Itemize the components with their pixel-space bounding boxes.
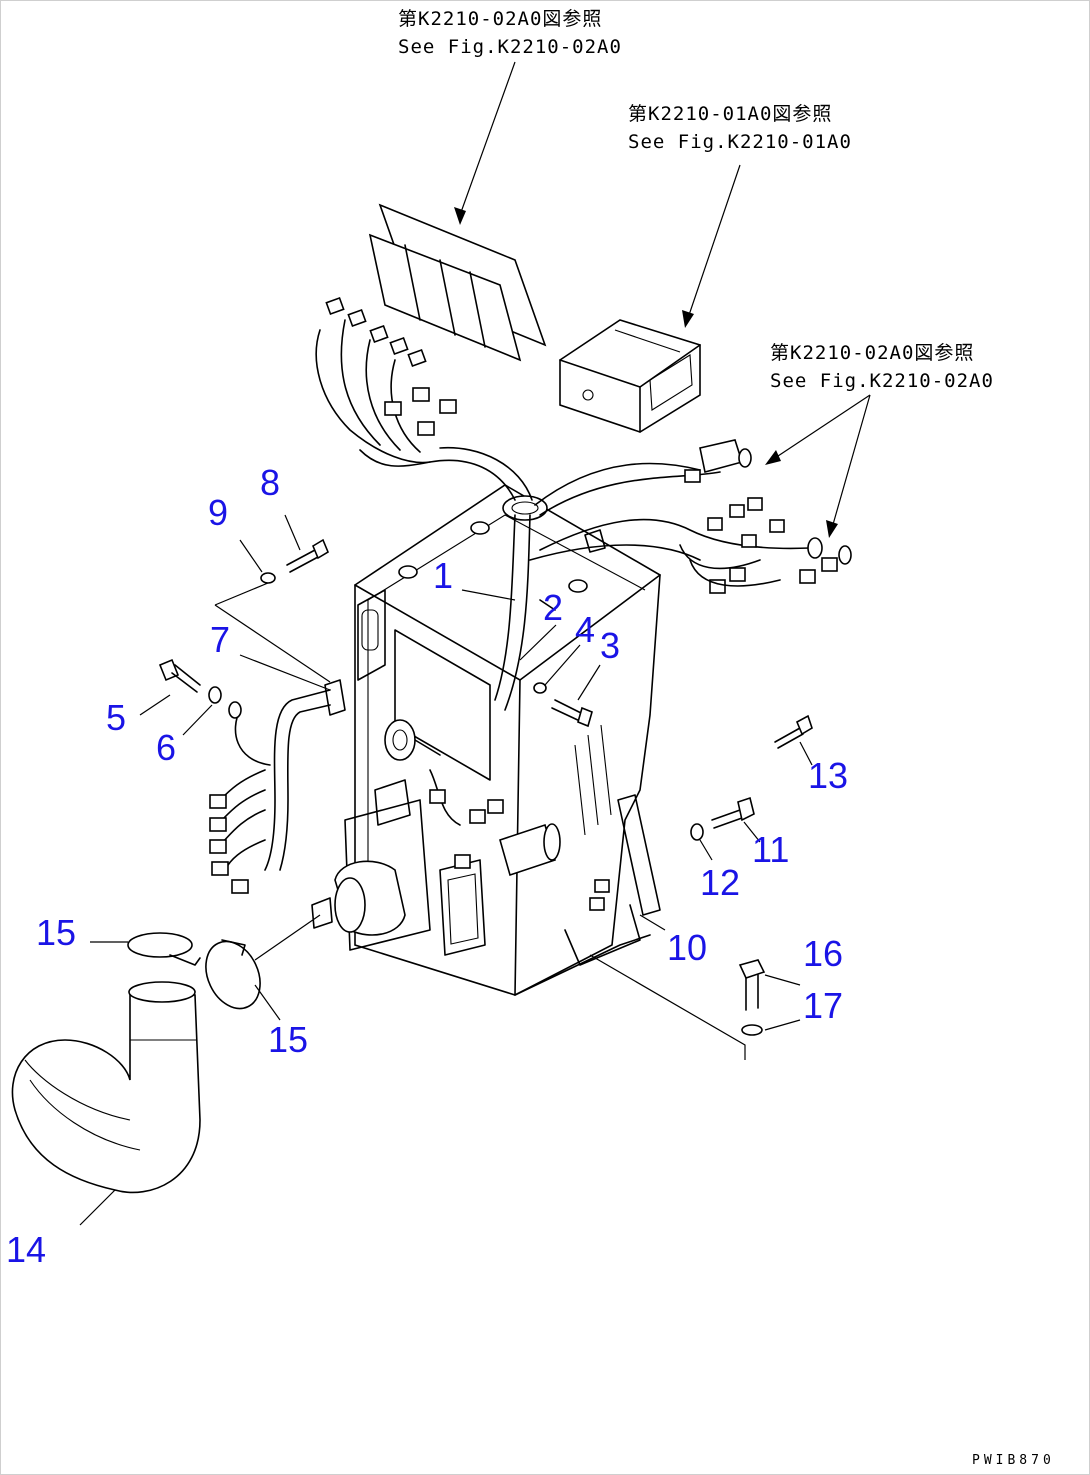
callout-17: 17 bbox=[803, 985, 844, 1026]
reference-label-1-jp: 第K2210-02A0図参照 bbox=[398, 8, 603, 30]
callout-16: 16 bbox=[803, 933, 844, 974]
reference-label-2-jp: 第K2210-01A0図参照 bbox=[628, 103, 833, 125]
callout-6: 6 bbox=[156, 727, 177, 768]
duct-and-clamps bbox=[11, 932, 261, 1194]
callout-9: 9 bbox=[208, 492, 229, 533]
callout-11: 11 bbox=[752, 829, 790, 870]
reference-label-2-en: See Fig.K2210-01A0 bbox=[628, 131, 852, 153]
reference-label-1-en: See Fig.K2210-02A0 bbox=[398, 36, 622, 58]
wire-harness bbox=[315, 319, 811, 711]
callout-8: 8 bbox=[260, 462, 281, 503]
callout-3: 3 bbox=[600, 625, 621, 666]
leader-lines bbox=[79, 514, 813, 1226]
blower-outlet bbox=[311, 860, 406, 936]
reference-label-3-en: See Fig.K2210-02A0 bbox=[770, 370, 994, 392]
callout-15-lower: 15 bbox=[268, 1019, 309, 1060]
reference-label-3-jp: 第K2210-02A0図参照 bbox=[770, 342, 975, 364]
reference-arrows bbox=[454, 61, 871, 538]
callout-7: 7 bbox=[210, 619, 231, 660]
connectors-right bbox=[679, 439, 852, 594]
internal-components bbox=[384, 719, 610, 911]
callout-12: 12 bbox=[700, 862, 741, 903]
callout-14: 14 bbox=[6, 1229, 47, 1270]
controller-box bbox=[559, 319, 701, 433]
callout-4: 4 bbox=[575, 609, 596, 650]
item-7-harness bbox=[209, 679, 346, 894]
callout-13: 13 bbox=[808, 755, 849, 796]
callout-2: 2 bbox=[543, 587, 564, 628]
meter-cluster bbox=[325, 203, 547, 436]
callout-1: 1 bbox=[433, 555, 454, 596]
callout-10: 10 bbox=[667, 927, 708, 968]
callout-15-upper: 15 bbox=[36, 912, 77, 953]
fasteners bbox=[158, 538, 813, 1036]
drawing-code: PWIB870 bbox=[972, 1453, 1055, 1468]
callout-5: 5 bbox=[106, 697, 127, 738]
